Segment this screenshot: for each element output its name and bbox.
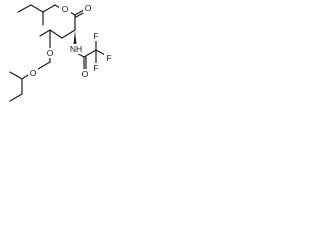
top-ester-group	[69, 9, 86, 31]
bond	[83, 49, 97, 58]
atom-labels: O O NH O O O F F F	[28, 3, 114, 79]
bond	[9, 71, 23, 80]
atom-label-f: F	[93, 31, 98, 41]
bond	[37, 61, 51, 70]
stereo-wedge-bond	[73, 30, 77, 44]
atom-label-o: O	[62, 4, 69, 14]
bond	[17, 4, 32, 13]
atom-label-f: F	[106, 53, 111, 63]
bond	[49, 29, 63, 39]
bond	[30, 4, 44, 13]
bond	[61, 29, 76, 39]
bond	[74, 9, 85, 16]
bottom-ester-group	[9, 29, 51, 102]
bond	[39, 29, 51, 37]
atom-label-o: O	[30, 68, 37, 78]
atom-label-nh: NH	[70, 44, 82, 54]
backbone	[39, 29, 77, 44]
chemical-structure: O O NH O O O F F F	[9, 3, 114, 102]
atom-label-f: F	[93, 63, 98, 73]
atom-label-o: O	[47, 48, 54, 58]
atom-label-o: O	[82, 69, 89, 79]
bond	[9, 93, 23, 102]
atom-label-o: O	[85, 3, 92, 13]
bond	[42, 4, 56, 13]
bond	[21, 74, 29, 80]
top-sec-butyl-group	[17, 4, 61, 26]
